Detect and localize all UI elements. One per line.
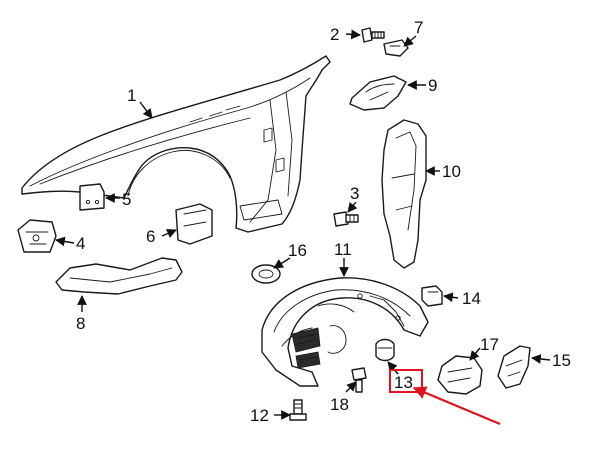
bracket-part-15[interactable]	[497, 345, 531, 389]
callout-13: 13	[394, 373, 413, 392]
bracket-part-6[interactable]	[175, 203, 213, 245]
bolt-part-18[interactable]	[351, 367, 367, 393]
retainer-part-13[interactable]	[375, 338, 395, 362]
callout-18: 18	[330, 395, 349, 414]
shield-part-8[interactable]	[55, 257, 183, 295]
callout-8: 8	[76, 314, 85, 333]
liner-part-11[interactable]	[261, 277, 429, 387]
bolt-part-12[interactable]	[289, 399, 307, 421]
seal-part-10[interactable]	[381, 119, 427, 269]
fender-part-1[interactable]	[21, 55, 331, 233]
bolt-part-3[interactable]	[333, 211, 359, 227]
callout-16: 16	[288, 241, 307, 260]
bolt-part-2[interactable]	[361, 27, 385, 43]
bracket-part-17[interactable]	[437, 355, 483, 395]
callout-labels: 1 2 3 4 5 6 7 8 9 10 11 12 13 14 15 16 1…	[76, 18, 571, 425]
highlight-arrow	[412, 386, 501, 426]
callout-9: 9	[428, 76, 437, 95]
bracket-part-7[interactable]	[383, 39, 409, 57]
callout-2: 2	[330, 25, 339, 44]
bracket-part-5[interactable]	[79, 183, 105, 211]
plug-part-16[interactable]	[251, 264, 281, 284]
leader-lines	[55, 29, 551, 420]
callout-15: 15	[552, 351, 571, 370]
callout-12: 12	[250, 406, 269, 425]
insulator-part-9[interactable]	[349, 75, 407, 111]
callout-5: 5	[122, 190, 131, 209]
clip-part-14[interactable]	[421, 285, 443, 307]
callout-10: 10	[442, 162, 461, 181]
callout-3: 3	[350, 184, 359, 203]
highlight-callout-13	[389, 369, 501, 426]
callout-4: 4	[76, 234, 85, 253]
bracket-part-4[interactable]	[17, 219, 57, 253]
callout-17: 17	[480, 335, 499, 354]
highlight-box	[389, 369, 423, 393]
callout-1: 1	[127, 86, 136, 105]
callout-6: 6	[146, 227, 155, 246]
callout-7: 7	[414, 18, 423, 37]
callout-14: 14	[462, 289, 481, 308]
callout-11: 11	[334, 240, 352, 259]
